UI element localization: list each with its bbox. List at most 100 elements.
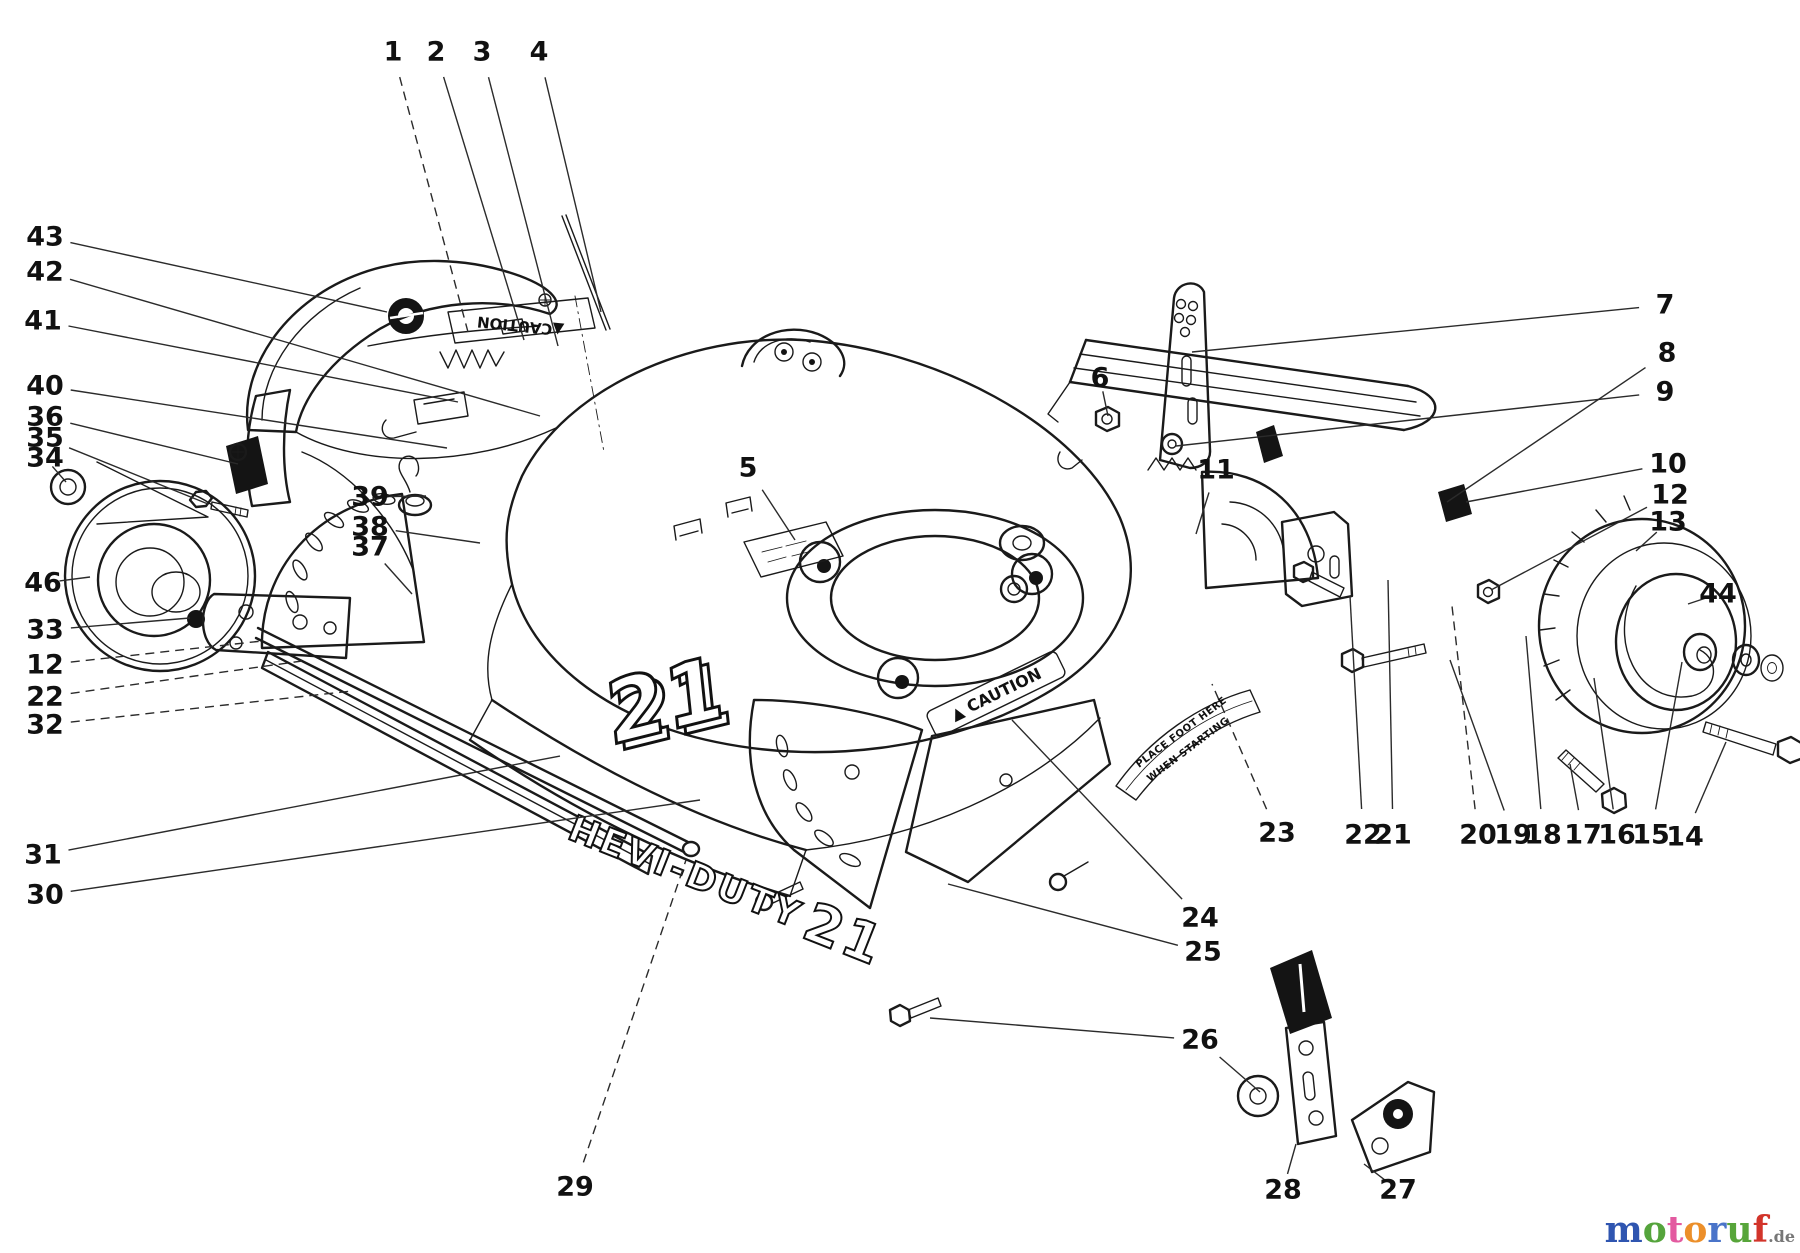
leader-line-20 (1451, 605, 1476, 810)
callout-13: 13 (1649, 507, 1687, 538)
callout-33: 33 (26, 615, 64, 646)
callout-34: 34 (26, 443, 64, 474)
control-rod (561, 214, 611, 331)
caution-top-decal-text: ▲CAUTION (476, 312, 564, 339)
callout-18: 18 (1524, 820, 1562, 851)
leader-line-33 (70, 617, 191, 629)
deck-housing (468, 295, 1133, 898)
leader-line-12 (1490, 506, 1648, 591)
leader-line-11 (1195, 492, 1210, 535)
leader-line-6 (1102, 391, 1109, 417)
callout-31: 31 (24, 840, 62, 871)
callout-12: 12 (26, 650, 64, 681)
left-bracket-hardware (49, 388, 415, 573)
callout-42: 42 (26, 257, 64, 288)
rubber-pad (226, 436, 268, 494)
callout-23: 23 (1258, 818, 1296, 849)
callout-19: 19 (1494, 820, 1532, 851)
loose-bolts (1557, 721, 1800, 815)
callout-6: 6 (1091, 363, 1110, 394)
callout-14: 14 (1666, 822, 1704, 853)
foot-decal: PLACE FOOT HERE WHEN STARTING (1115, 689, 1261, 801)
engine-opening (785, 508, 1085, 688)
grommet (49, 468, 87, 506)
callout-1: 1 (384, 37, 403, 68)
leader-line-34 (51, 465, 67, 483)
callout-41: 41 (24, 306, 62, 337)
plug (397, 493, 433, 517)
leader-line-8 (1446, 367, 1646, 503)
callout-44: 44 (1699, 579, 1737, 610)
leader-line-13 (1635, 531, 1658, 552)
callout-37: 37 (351, 532, 389, 563)
latch-plate (413, 391, 469, 425)
support-bar (1147, 282, 1212, 471)
callout-36: 36 (26, 402, 64, 433)
leader-line-31 (68, 755, 561, 851)
leader-line-36 (70, 422, 239, 465)
bottom-bracket-assembly (1236, 950, 1436, 1174)
callout-8: 8 (1658, 338, 1677, 369)
leader-line-26 (1219, 1056, 1261, 1093)
callout-20: 20 (1459, 820, 1497, 851)
leader-line-38 (395, 530, 481, 544)
leader-line-2 (442, 76, 525, 341)
spring (439, 349, 505, 369)
callout-38: 38 (351, 512, 389, 543)
leader-line-22 (1349, 595, 1363, 810)
leader-line-10 (1465, 468, 1643, 503)
callout-17: 17 (1564, 820, 1602, 851)
leader-line-46 (59, 576, 91, 582)
leader-line-4 (544, 77, 602, 313)
callout-16: 16 (1598, 820, 1636, 851)
instruction-decal (743, 521, 844, 578)
black-clip (1256, 425, 1283, 463)
leader-line-21 (1387, 579, 1394, 810)
leader-line-12 (70, 640, 263, 663)
leader-line-26 (929, 1017, 1175, 1039)
callout-22: 22 (26, 682, 64, 713)
callout-40: 40 (26, 371, 64, 402)
leader-line-1 (399, 76, 469, 333)
callout-28: 28 (1264, 1175, 1302, 1206)
callout-25: 25 (1184, 937, 1222, 968)
leader-line-19 (1449, 659, 1505, 811)
callout-26: 26 (1181, 1025, 1219, 1056)
leader-line-17 (1569, 763, 1580, 811)
leader-line-27 (1363, 1163, 1387, 1182)
left-gusset-plate (260, 492, 426, 650)
callout-22: 22 (1344, 820, 1382, 851)
leader-line-25 (947, 883, 1179, 946)
callout-7: 7 (1656, 290, 1675, 321)
callout-21: 21 (1374, 820, 1412, 851)
callout-32: 32 (26, 710, 64, 741)
callout-3: 3 (473, 37, 492, 68)
leader-line-43 (70, 241, 388, 313)
leader-line-29 (582, 859, 687, 1163)
hex-nut (1094, 405, 1121, 433)
leader-line-32 (70, 690, 353, 723)
leader-line-44 (1687, 596, 1708, 605)
leader-line-30 (70, 799, 701, 892)
leader-line-18 (1525, 635, 1542, 810)
leader-line-39 (389, 495, 427, 498)
rear-baffle (1047, 338, 1437, 470)
leader-line-3 (487, 77, 559, 347)
right-wheel (1537, 495, 1784, 735)
callout-39: 39 (351, 482, 389, 513)
leader-line-7 (1191, 306, 1640, 353)
leader-line-15 (1654, 661, 1683, 810)
leader-line-35 (68, 447, 209, 505)
callout-35: 35 (26, 423, 64, 454)
leader-line-42 (69, 278, 541, 417)
rear-plates (748, 698, 1112, 1028)
leader-line-24 (1011, 719, 1183, 900)
callout-43: 43 (26, 222, 64, 253)
callout-9: 9 (1656, 377, 1675, 408)
leader-line-14 (1694, 741, 1727, 814)
leader-line-37 (384, 563, 413, 595)
callout-30: 30 (26, 880, 64, 911)
